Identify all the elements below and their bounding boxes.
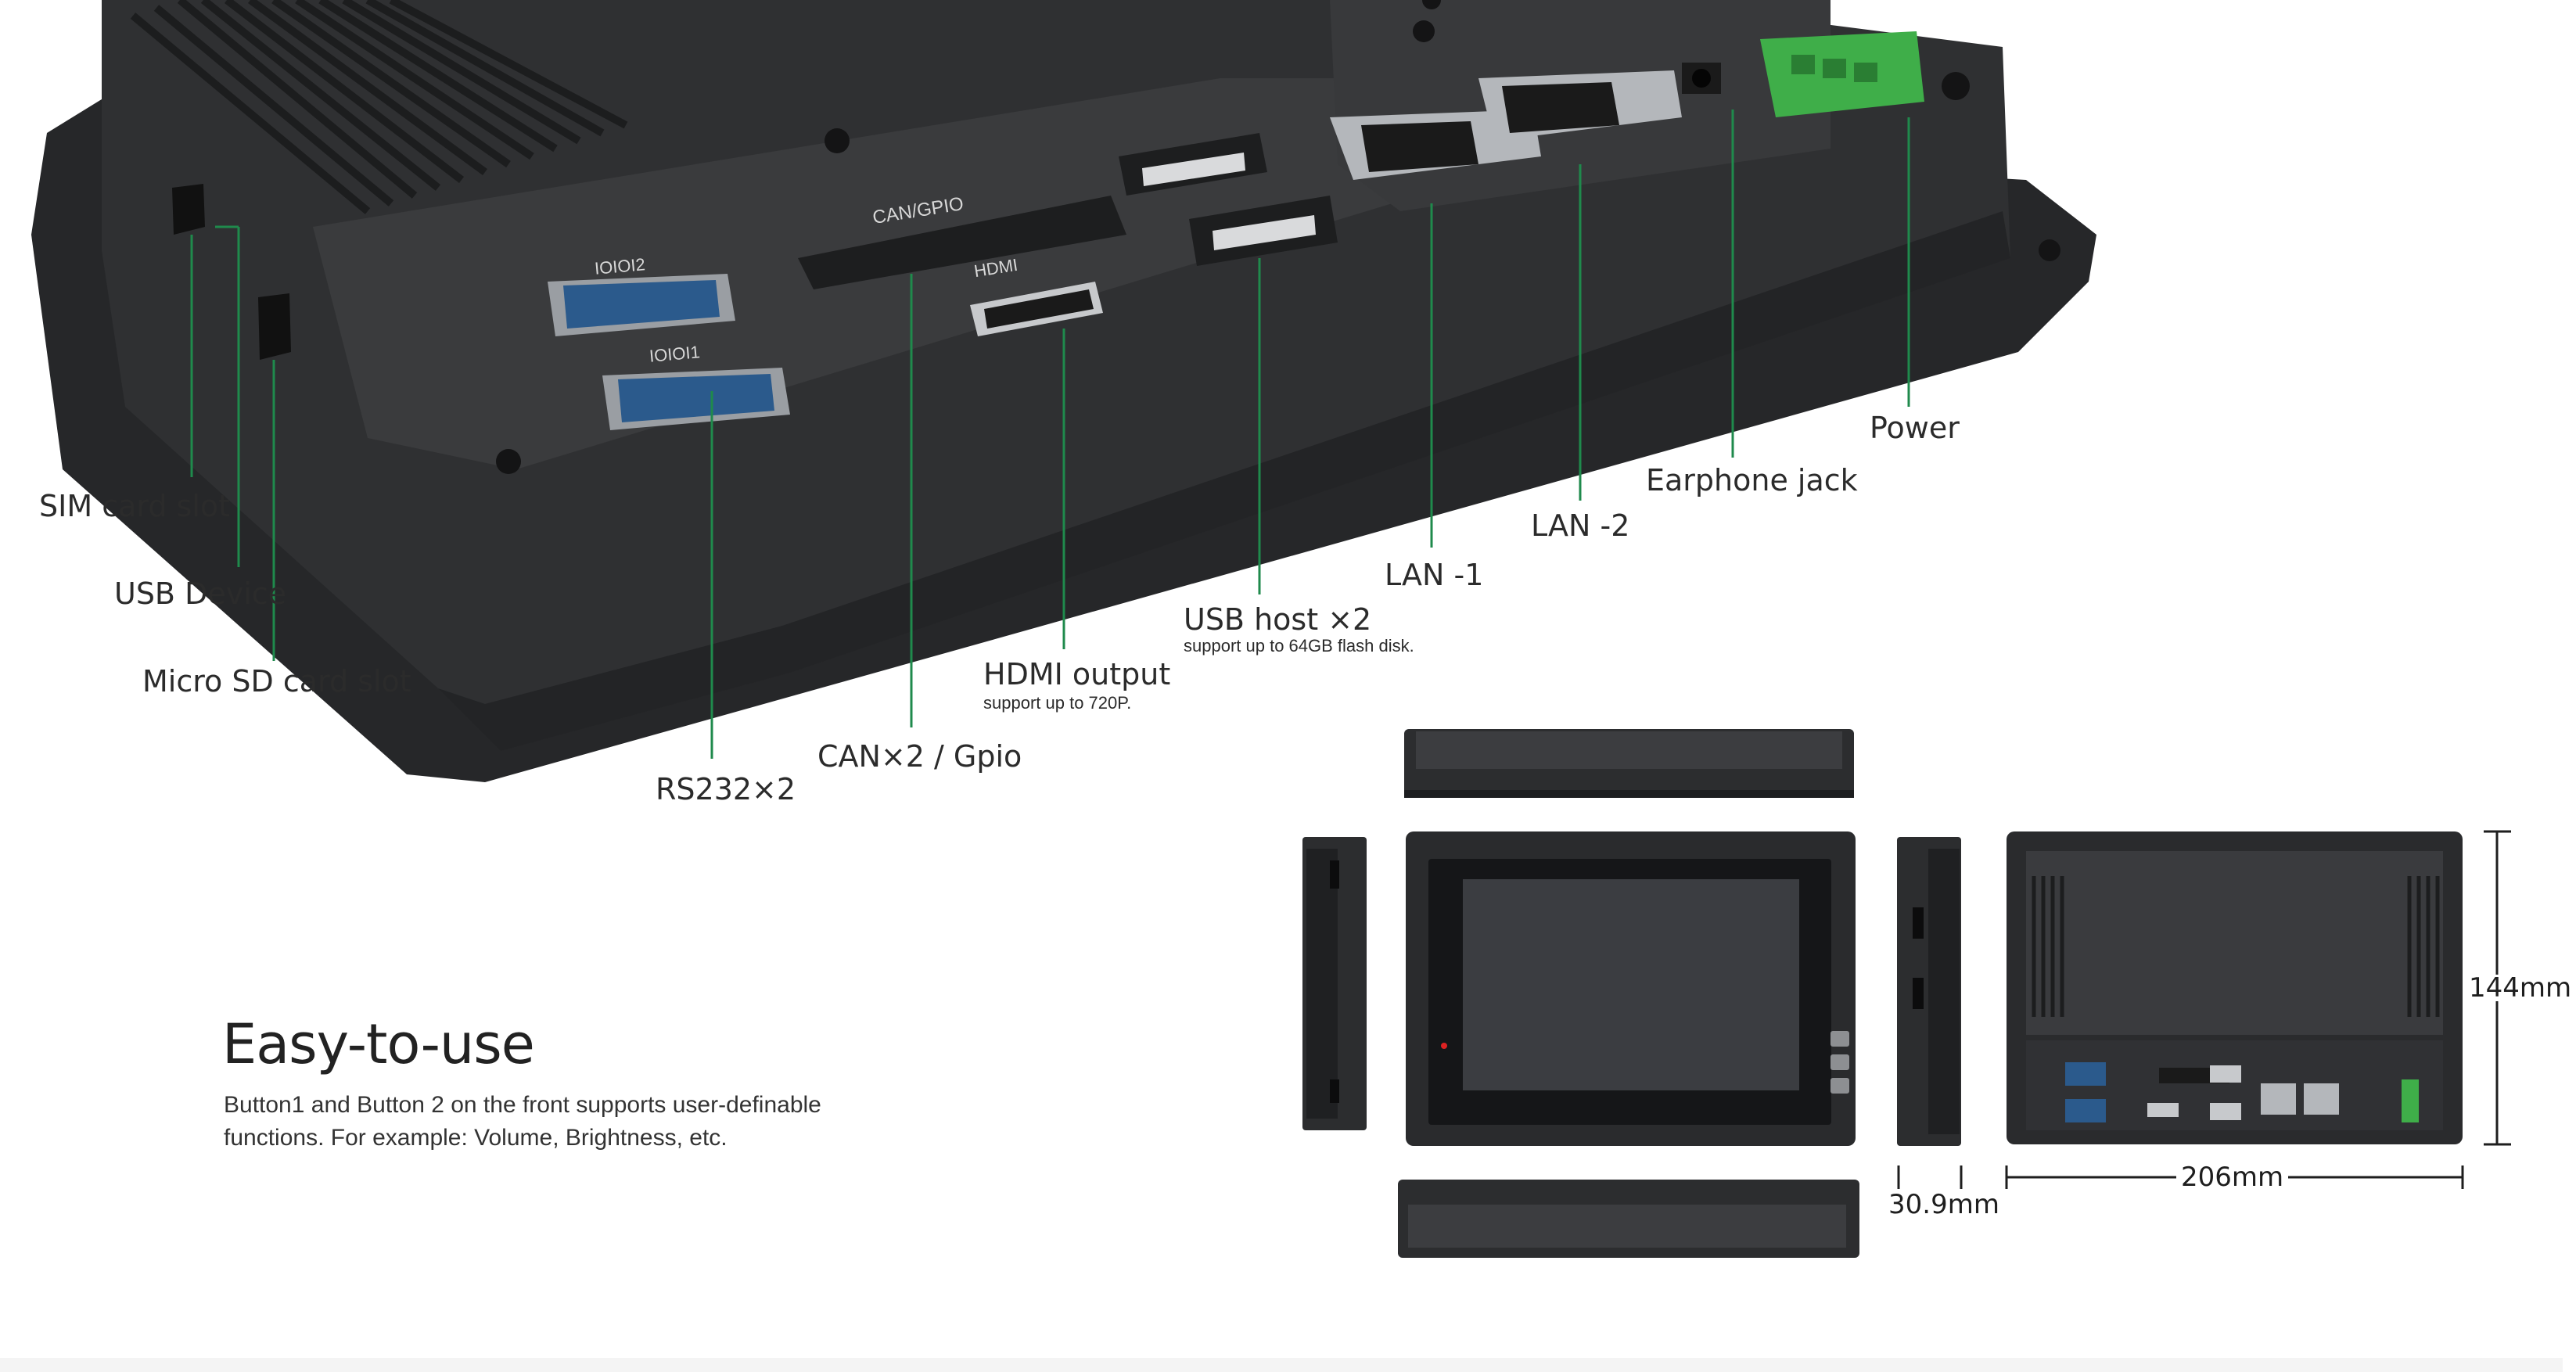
sim-slot-opening [172, 184, 205, 235]
callout-hdmi-note: support up to 720P. [983, 693, 1132, 713]
rear-view [2007, 831, 2463, 1144]
callout-usb-host-note: support up to 64GB flash disk. [1184, 636, 1414, 655]
front-button-1 [1831, 1031, 1849, 1047]
callout-lan-1: LAN -1 [1385, 558, 1484, 592]
front-button-3 [1831, 1078, 1849, 1094]
dimension-depth: 30.9mm [1888, 1189, 1999, 1220]
serial-port-2 [548, 274, 735, 336]
top-view [1404, 729, 1854, 798]
left-side-view [1302, 837, 1367, 1130]
feature-description: Button1 and Button 2 on the front suppor… [224, 1092, 821, 1151]
callout-usb-device: USB Device [114, 576, 287, 611]
side-face [438, 211, 2010, 751]
bottom-view [1398, 1180, 1859, 1258]
can-gpio-header [798, 196, 1126, 289]
callout-can-gpio: CAN×2 / Gpio [817, 739, 1022, 774]
callout-micro-sd: Micro SD card slot [142, 664, 411, 699]
front-view [1406, 831, 1856, 1146]
callout-lan-2: LAN -2 [1531, 508, 1630, 543]
callout-hdmi-output: HDMI output [983, 657, 1171, 691]
bottom-strip [0, 1358, 2563, 1372]
front-button-2 [1831, 1054, 1849, 1070]
dimension-height: 144mm [2464, 975, 2576, 1001]
right-side-view [1897, 837, 1961, 1146]
dimension-width: 206mm [2176, 1164, 2289, 1191]
sd-slot-opening [258, 293, 291, 360]
callout-usb-host: USB host ×2 [1184, 602, 1372, 637]
callout-rs232: RS232×2 [656, 772, 796, 806]
leader-lines [190, 110, 1910, 759]
callout-earphone: Earphone jack [1646, 463, 1858, 497]
callout-sim-card-slot: SIM card slot [39, 489, 231, 523]
callout-power: Power [1870, 411, 1960, 445]
serial-port-1 [602, 368, 790, 430]
heatsink-fins [130, 0, 628, 214]
screw-holes [496, 0, 2060, 474]
feature-title: Easy-to-use [222, 1012, 535, 1076]
